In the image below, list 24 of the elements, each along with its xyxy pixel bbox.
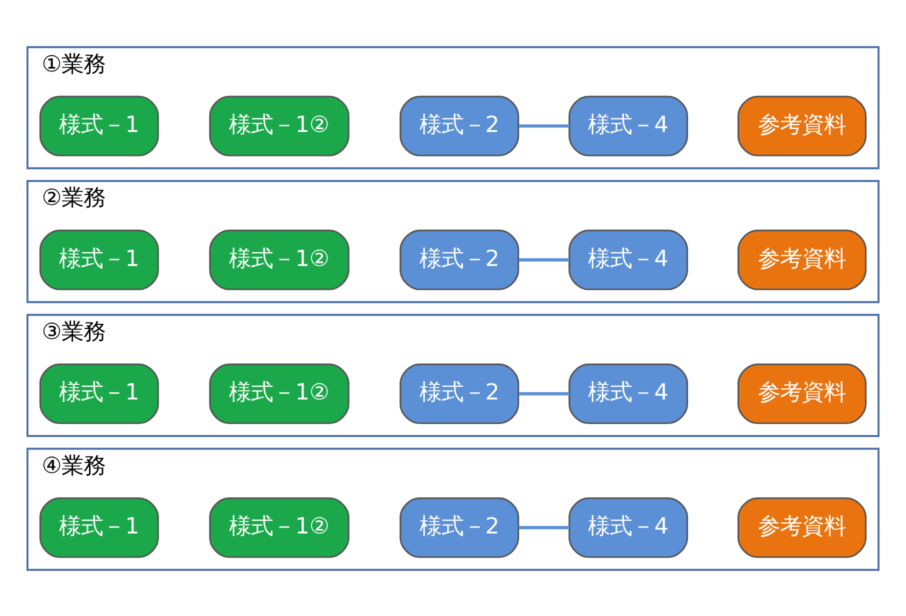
node-box: 様式－4 <box>568 362 688 424</box>
node-box: 様式－1 <box>39 229 159 290</box>
node-box: 様式－1 <box>39 95 159 156</box>
connector <box>518 392 570 395</box>
node-box: 様式－2 <box>400 496 520 558</box>
connector <box>518 124 570 128</box>
node-box: 様式－1② <box>209 95 350 156</box>
node-box: 様式－1 <box>39 362 159 424</box>
node-box: 様式－1 <box>39 496 159 558</box>
node-box: 参考資料 <box>737 362 867 424</box>
node-box: 様式－4 <box>568 229 688 290</box>
node-box: 参考資料 <box>737 229 867 290</box>
node-box: 様式－2 <box>400 95 520 156</box>
connector <box>518 526 570 529</box>
connector <box>518 258 570 261</box>
node-box: 様式－1② <box>209 362 350 424</box>
node-box: 様式－1② <box>209 496 350 558</box>
node-box: 参考資料 <box>737 95 867 156</box>
node-box: 様式－4 <box>568 95 688 156</box>
node-box: 様式－1② <box>209 229 350 290</box>
node-box: 参考資料 <box>737 496 867 558</box>
node-box: 様式－4 <box>568 496 688 558</box>
node-box: 様式－2 <box>400 229 520 290</box>
node-box: 様式－2 <box>400 362 520 424</box>
